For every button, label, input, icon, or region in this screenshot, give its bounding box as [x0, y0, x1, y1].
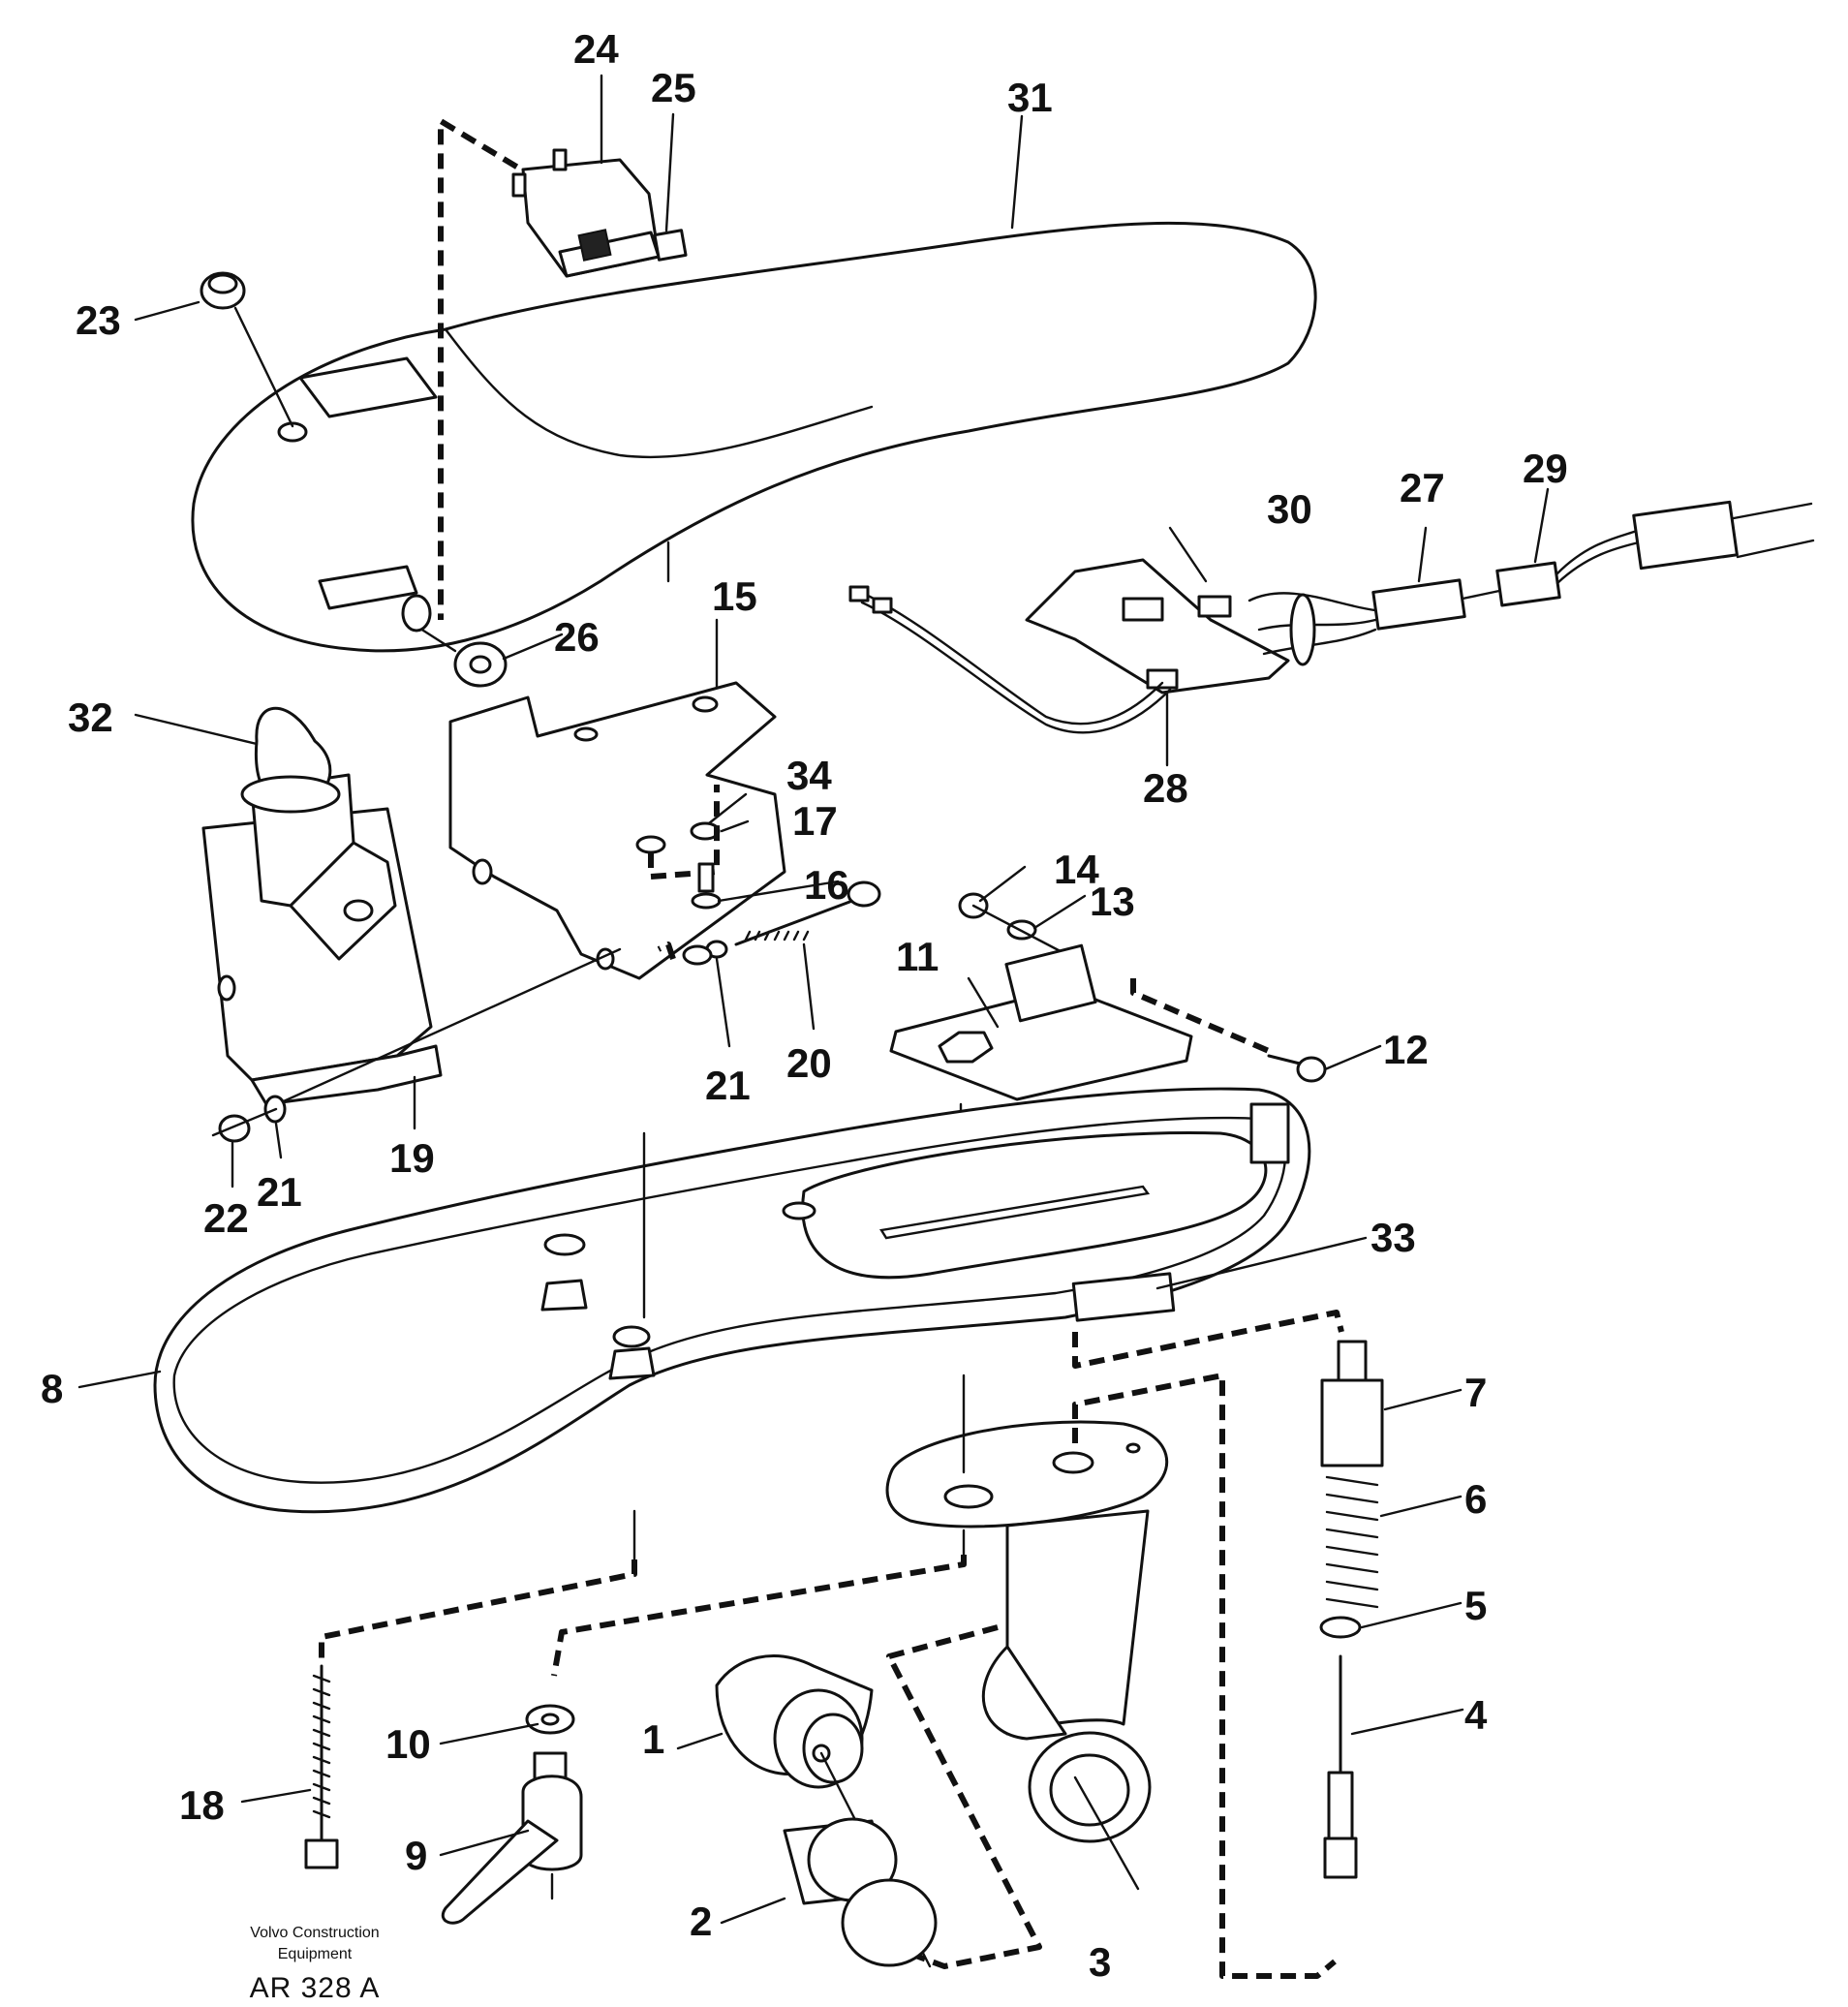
mounting-bracket	[448, 681, 786, 980]
callout-19: 19	[389, 1135, 435, 1181]
leader-lines	[77, 74, 1550, 1925]
callout-1: 1	[642, 1716, 664, 1762]
callout-18: 18	[179, 1782, 225, 1828]
callout-10: 10	[385, 1721, 431, 1767]
nut-washer-21-22	[211, 1095, 287, 1143]
callout-7: 7	[1464, 1370, 1487, 1415]
circuit-board	[848, 558, 1290, 734]
column-assembly	[885, 1374, 1169, 1891]
callout-2: 2	[690, 1899, 712, 1944]
callout-4: 4	[1464, 1692, 1488, 1738]
guide-line	[319, 1559, 637, 1661]
mounting-plate	[889, 943, 1193, 1232]
rings	[783, 1817, 938, 1967]
document-id: AR 328 A	[250, 1972, 381, 2004]
callout-34: 34	[786, 753, 832, 798]
callout-15: 15	[712, 573, 757, 619]
guide-line	[1072, 1373, 1337, 1979]
callout-32: 32	[68, 695, 113, 740]
spring-assembly	[1319, 1340, 1384, 1879]
guide-line	[1072, 1310, 1344, 1369]
callout-22: 22	[203, 1195, 249, 1241]
callout-3: 3	[1089, 1939, 1111, 1985]
wire-harness	[1247, 500, 1815, 666]
lever-knob	[442, 1704, 583, 1925]
switch-button	[653, 229, 688, 262]
joystick-unit	[201, 706, 443, 1106]
callout-9: 9	[405, 1833, 427, 1878]
callout-28: 28	[1143, 765, 1188, 811]
nut-washer-13-14	[958, 892, 1077, 961]
guide-line	[438, 118, 539, 620]
callout-12: 12	[1383, 1027, 1429, 1072]
plug-23	[200, 271, 294, 428]
long-screw	[304, 1664, 339, 1869]
guide-line	[264, 947, 622, 1111]
callout-25: 25	[651, 65, 696, 110]
plug-26	[401, 594, 508, 688]
adjust-screw	[657, 880, 881, 966]
callout-11: 11	[896, 934, 939, 979]
credit-line-2: Equipment	[278, 1946, 353, 1962]
callout-21: 21	[705, 1063, 751, 1108]
guide-line	[551, 1555, 967, 1677]
callout-8: 8	[41, 1366, 63, 1411]
base-tray	[153, 1087, 1311, 1561]
callout-33: 33	[1371, 1215, 1416, 1260]
guide-line	[886, 1624, 1042, 1969]
callout-23: 23	[76, 297, 121, 343]
armrest-cover	[191, 221, 1317, 653]
callout-6: 6	[1464, 1476, 1487, 1522]
callouts: 1 2 3 4 5 6 7 8 9 10 11 12 13 14 15 16 1…	[41, 26, 1568, 1985]
callout-13: 13	[1090, 879, 1135, 924]
callout-30: 30	[1267, 486, 1312, 532]
callout-20: 20	[786, 1040, 832, 1086]
callout-24: 24	[573, 26, 619, 72]
credit-line-1: Volvo Construction	[250, 1925, 379, 1941]
callout-29: 29	[1523, 446, 1568, 491]
callout-21: 21	[257, 1169, 302, 1215]
callout-26: 26	[554, 614, 600, 660]
callout-14: 14	[1054, 847, 1099, 892]
callout-16: 16	[804, 862, 849, 908]
callout-17: 17	[792, 798, 838, 844]
callout-5: 5	[1464, 1583, 1487, 1628]
callout-27: 27	[1400, 465, 1445, 510]
rocker-switch	[511, 148, 661, 278]
footer-credit: Volvo Construction Equipment AR 328 A	[250, 1925, 381, 2004]
callout-31: 31	[1007, 75, 1053, 120]
